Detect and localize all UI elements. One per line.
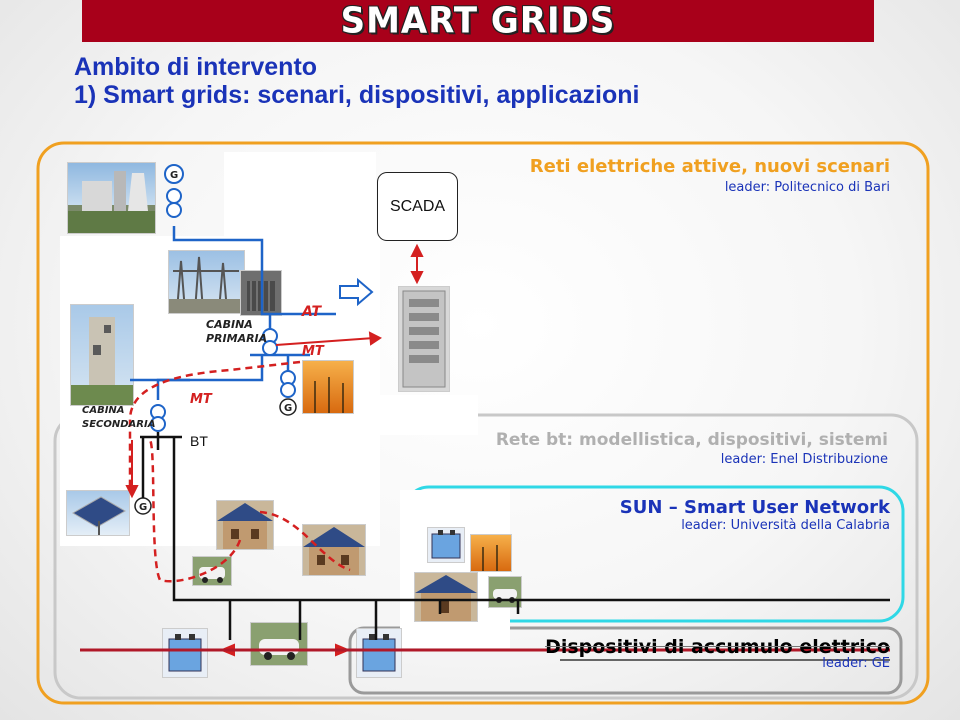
battery-image-3 [356, 628, 402, 678]
house-flow-path [259, 510, 351, 572]
wind-turbine-image [302, 360, 354, 414]
scada-box: SCADA [377, 172, 458, 241]
sun-leader: leader: Università della Calabria [681, 518, 890, 533]
reti-attive-leader: leader: Politecnico di Bari [724, 180, 890, 195]
sun-title: SUN – Smart User Network [619, 497, 890, 518]
svg-text:G: G [139, 502, 147, 513]
power-plant-image [67, 162, 156, 234]
bt-main-line [172, 437, 890, 602]
svg-text:G: G [170, 170, 178, 181]
electric-car-image-3 [250, 622, 308, 666]
generator-symbol-wind [279, 398, 297, 416]
diagram-panel-mid [378, 395, 478, 435]
secondary-cabin-image [70, 304, 134, 406]
at-label: AT [302, 304, 322, 320]
scada-label: SCADA [389, 197, 446, 215]
frame-accumulo [348, 626, 903, 695]
diagram-panel-top [224, 152, 376, 242]
generator-symbol-plant [164, 164, 184, 184]
reti-attive-title: Reti elettriche attive, nuovi scenari [529, 156, 890, 177]
flow-arrow-icon [339, 277, 374, 307]
control-cabinet-image [398, 286, 450, 392]
mt-flow-path [128, 360, 301, 490]
bt-flow-path [148, 439, 242, 583]
house-pv-image-3 [414, 572, 478, 622]
electric-car-image-1 [192, 556, 232, 586]
mt-lower-label: MT [190, 392, 212, 407]
electric-car-image-2 [488, 576, 522, 608]
house-pv-image-1 [216, 500, 274, 550]
heading-line-1: Ambito di intervento [74, 53, 318, 81]
frame-reti-attive [36, 141, 930, 705]
accumulo-title: Dispositivi di accumulo elettrico [545, 636, 890, 658]
accumulo-leader: leader: GE [822, 656, 890, 671]
bt-branches [228, 600, 520, 640]
heading-line-2: 1) Smart grids: scenari, dispositivi, ap… [74, 81, 640, 109]
page-title: SMART GRIDS [340, 0, 616, 42]
frame-rete-bt [53, 413, 919, 700]
bt-label: BT [190, 433, 208, 449]
substation-image [168, 250, 245, 314]
battery-image-1 [427, 527, 465, 563]
solar-tracker-image [66, 490, 130, 536]
svg-text:G: G [284, 403, 292, 414]
mt-upper-label: MT [302, 344, 324, 359]
title-banner: SMART GRIDS [82, 0, 874, 42]
cabina-primaria-label: CABINA PRIMARIA [206, 318, 268, 345]
cabina-secondaria-label: CABINA SECONDARIA [82, 405, 156, 430]
rete-bt-leader: leader: Enel Distribuzione [720, 452, 888, 467]
wind-turbine-image-2 [470, 534, 512, 572]
battery-image-2 [162, 628, 208, 678]
bt-busbar [140, 432, 182, 450]
at-line [172, 226, 336, 316]
rete-bt-title: Rete bt: modellistica, dispositivi, sist… [495, 430, 888, 450]
